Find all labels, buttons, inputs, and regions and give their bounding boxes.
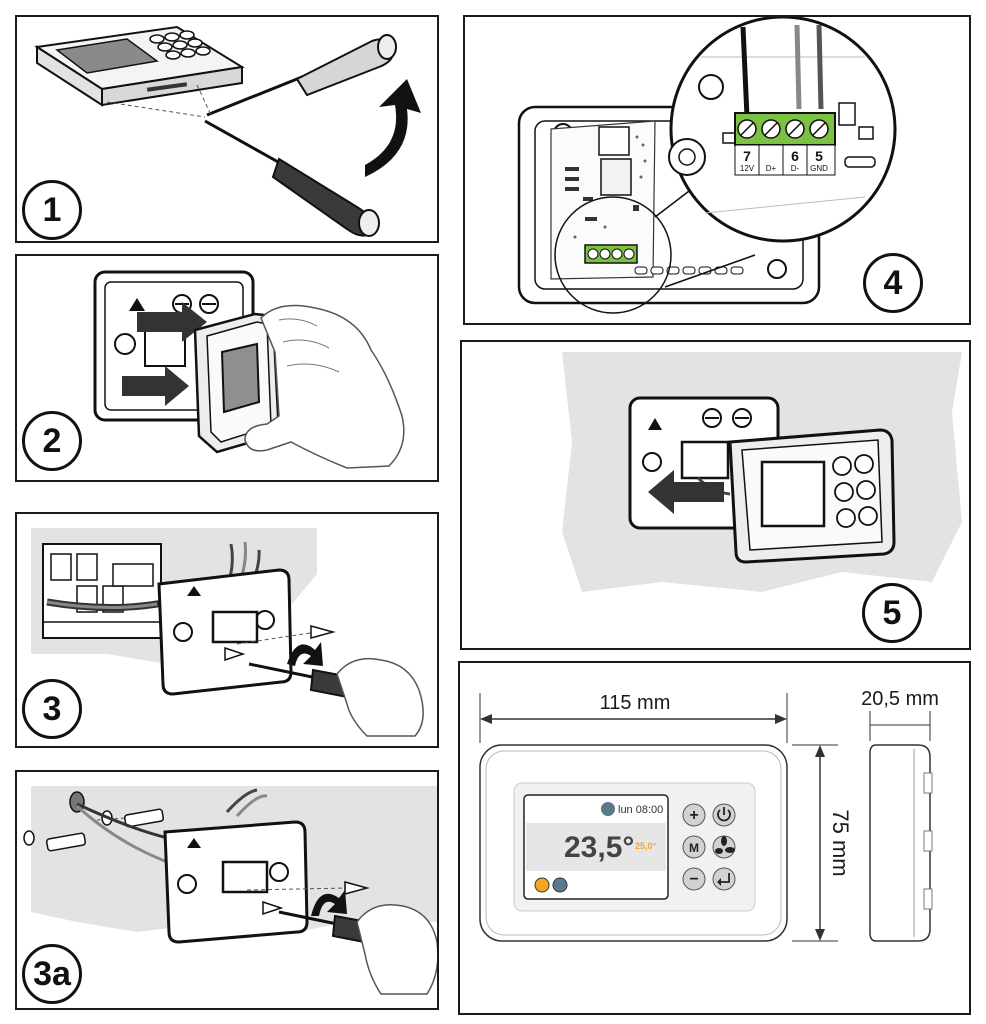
step-number-2: 2 (22, 411, 82, 471)
wall-plug-upper (96, 808, 165, 828)
panel-step-4: 7 12V D+ 6 D- 5 GND 4 (463, 15, 971, 325)
panel-step-3a: 3a (15, 770, 439, 1010)
fan-icon (715, 836, 735, 854)
terminal-label: GND (810, 164, 828, 173)
enter-icon (719, 873, 730, 883)
terminal-label: D- (791, 164, 800, 173)
height-dimension: 75 mm (828, 809, 853, 876)
minus-button[interactable]: − (689, 871, 698, 888)
plus-button[interactable]: + (689, 807, 698, 824)
panel-step-2: 2 (15, 254, 439, 482)
terminal-number: 5 (815, 148, 823, 164)
depth-dimension: 20,5 mm (861, 688, 939, 710)
step-3-illustration (31, 528, 424, 737)
step-1-illustration (34, 25, 421, 237)
lcd-temperature: 23,5° (564, 831, 634, 864)
dimensions-illustration: 115 mm 75 mm 20,5 mm lun 08:00 23,5° 25,… (479, 688, 939, 942)
step-5-illustration (562, 352, 962, 592)
step-number-1: 1 (22, 180, 82, 240)
step-number-4: 4 (863, 253, 923, 313)
panel-step-3: 3 (15, 512, 439, 748)
lcd-day-time: lun 08:00 (618, 804, 663, 816)
panel-dimensions: 115 mm 75 mm 20,5 mm lun 08:00 23,5° 25,… (458, 661, 971, 1015)
width-dimension: 115 mm (600, 692, 671, 714)
terminal-label: 12V (740, 164, 755, 173)
step-number-5: 5 (862, 583, 922, 643)
step-2-illustration (93, 270, 405, 469)
step-number-3: 3 (22, 679, 82, 739)
panel-step-5: 5 (460, 340, 971, 650)
zoom-detail: 7 12V D+ 6 D- 5 GND (668, 24, 876, 214)
terminal-number: 6 (791, 148, 799, 164)
step-3a-illustration (23, 786, 437, 995)
wall-plug-lower (23, 830, 87, 852)
mode-button[interactable]: M (689, 841, 699, 855)
terminal-number: 7 (743, 148, 751, 164)
lcd-setpoint: 25,0° (635, 841, 657, 851)
terminal-label: D+ (766, 164, 777, 173)
panel-step-1: 1 (15, 15, 439, 243)
step-number-3a: 3a (22, 944, 82, 1004)
enter-button[interactable] (712, 867, 736, 891)
power-icon (717, 809, 731, 822)
step-4-illustration: 7 12V D+ 6 D- 5 GND (517, 17, 897, 314)
keypad: + M − (682, 803, 736, 891)
